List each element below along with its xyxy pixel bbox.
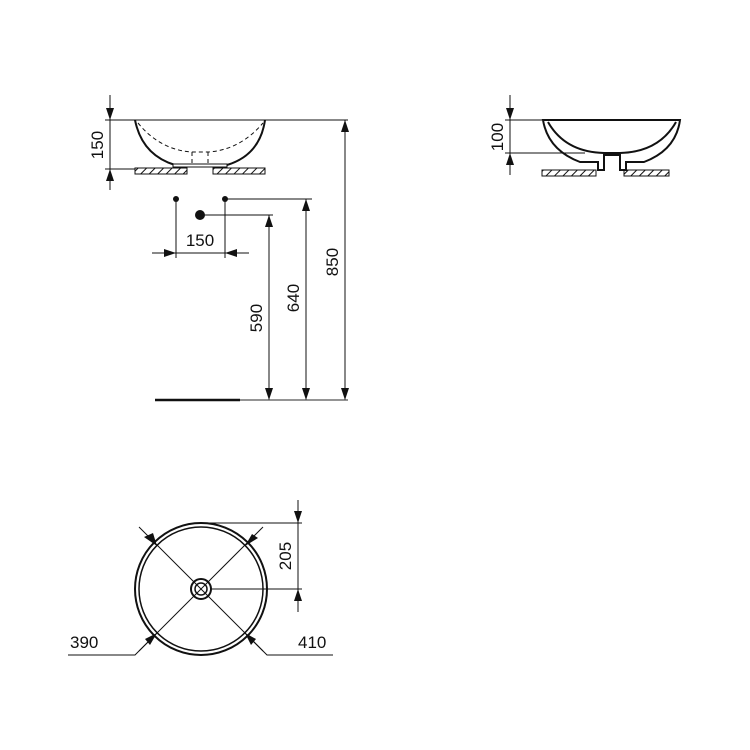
leader-line xyxy=(244,632,333,656)
arrow-icon xyxy=(106,108,114,120)
arrow-icon xyxy=(265,388,273,400)
dim-supply-height: 640 xyxy=(284,284,303,312)
dim-inner-diameter: 390 xyxy=(70,633,98,652)
arrow-icon xyxy=(265,215,273,227)
bowl-outline xyxy=(134,119,266,166)
dim-outer-diameter: 410 xyxy=(298,633,326,652)
bowl-base xyxy=(172,163,228,168)
dim-overall-height: 850 xyxy=(323,248,342,276)
dim-center-to-back: 205 xyxy=(276,542,295,570)
arrow-icon xyxy=(144,533,157,546)
arrow-icon xyxy=(225,249,237,257)
arrow-icon xyxy=(341,388,349,400)
plan-view: 205 390 410 xyxy=(68,500,333,656)
countertop-left xyxy=(541,169,597,177)
arrow-icon xyxy=(302,388,310,400)
arrow-icon xyxy=(245,534,258,546)
countertop-right xyxy=(623,169,670,177)
side-section-view: 100 xyxy=(488,95,682,177)
arrow-icon xyxy=(106,169,114,181)
arrow-icon xyxy=(506,108,514,120)
bowl-section-inner xyxy=(547,121,677,154)
arrow-icon xyxy=(302,199,310,211)
side-elevation-view: 150 150 590 640 850 xyxy=(88,95,349,402)
dim-waste-height: 590 xyxy=(247,304,266,332)
arrow-icon xyxy=(341,120,349,132)
dim-bowl-height: 150 xyxy=(88,131,107,159)
countertop-left xyxy=(134,167,188,175)
countertop-right xyxy=(212,167,266,175)
arrow-icon xyxy=(164,249,176,257)
bowl-section-outer xyxy=(541,119,682,171)
dim-bowl-depth: 100 xyxy=(488,123,507,151)
dim-supply-spacing: 150 xyxy=(186,231,214,250)
bowl-inner-hidden-line xyxy=(137,122,264,153)
waste-inner-circle xyxy=(194,582,208,596)
arrow-icon xyxy=(294,511,302,523)
arrow-icon xyxy=(294,589,302,601)
leader-line xyxy=(68,632,158,656)
arrow-icon xyxy=(506,153,514,165)
diagonal-line xyxy=(138,526,264,652)
